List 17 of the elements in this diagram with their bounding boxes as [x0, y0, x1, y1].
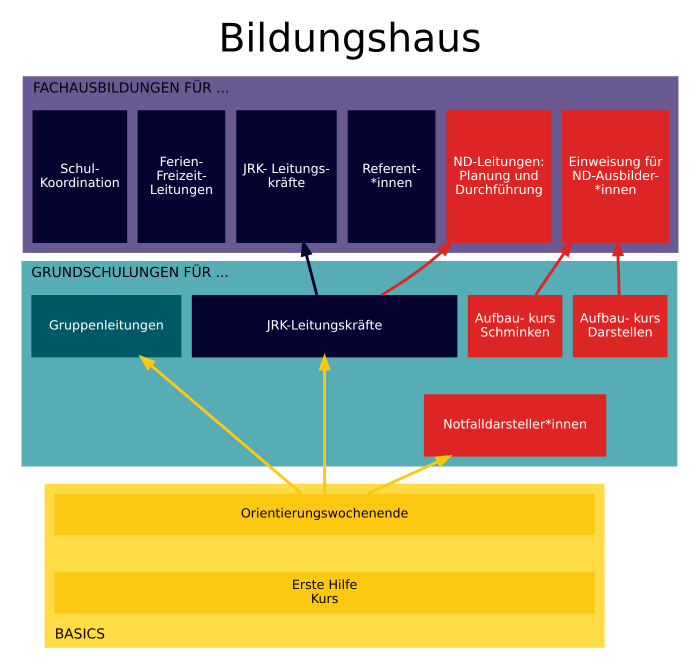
node-box: Notfalldarsteller*innen — [424, 394, 606, 456]
node-box: Einweisung für ND-Ausbilder- *innen — [562, 110, 670, 243]
node-box: ND-Leitungen: Planung und Durchführung — [446, 110, 552, 243]
node-box: Gruppenleitungen — [31, 294, 182, 357]
node-box: Erste Hilfe Kurs — [54, 572, 595, 614]
node-box: Aufbau- kurs Schminken — [468, 294, 562, 357]
node-box: Aufbau- kurs Darstellen — [572, 294, 668, 357]
node-box: Referent- *innen — [348, 110, 436, 243]
arrow — [318, 352, 331, 493]
node-box: Orientierungswochenende — [54, 493, 595, 535]
node-box: JRK-Leitungskräfte — [192, 294, 458, 357]
node-box: Schul- Koordination — [32, 110, 128, 243]
node-box: JRK- Leitungs- kräfte — [236, 110, 337, 243]
arrow — [367, 454, 453, 494]
node-box: Ferien- Freizeit- Leitungen — [138, 110, 226, 243]
diagram-title: Bildungshaus — [218, 16, 482, 62]
arrow — [138, 354, 302, 494]
